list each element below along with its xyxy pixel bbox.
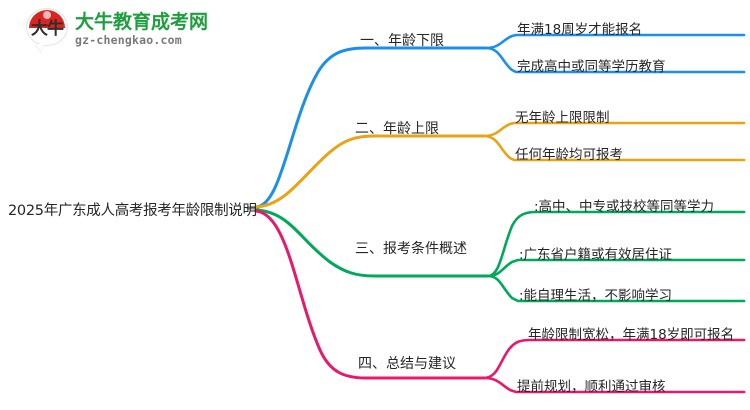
connector-branch-2-trunk — [254, 134, 486, 209]
mindmap-branch-3-label[interactable]: 三、报考条件概述 — [355, 241, 467, 257]
mindmap-branch-3-child-2-label[interactable]: :广东省户籍或有效居住证 — [519, 247, 673, 263]
mindmap-branch-1-label[interactable]: 一、年龄下限 — [360, 33, 444, 49]
mindmap-branch-2-child-2-label[interactable]: 任何年龄均可报考 — [515, 147, 623, 163]
connector-branch-3-child-3 — [486, 274, 746, 303]
mindmap-branch-1-child-1-label[interactable]: 年满18周岁才能报名 — [517, 22, 643, 38]
mindmap-branch-2-child-1-label[interactable]: 无年龄上限限制 — [515, 110, 610, 126]
mindmap-branch-4-child-1-label[interactable]: 年龄限制宽松，年满18岁即可报名 — [528, 327, 735, 343]
connector-branch-4-child-2 — [482, 376, 746, 394]
connector-branch-1-child-2 — [484, 46, 746, 74]
logo-title: 大牛教育成考网 — [75, 11, 209, 33]
connector-branch-2-child-2 — [482, 134, 746, 162]
logo-bubble-icon: 大牛 — [26, 8, 68, 52]
mindmap-branch-2-label[interactable]: 二、年龄上限 — [355, 121, 439, 137]
mindmap-root-node[interactable]: 2025年广东成人高考报考年龄限制说明 — [8, 203, 257, 219]
connector-branch-3-trunk — [254, 208, 490, 278]
connector-branch-4-trunk — [254, 209, 486, 380]
connector-branch-1-trunk — [254, 46, 488, 209]
connector-branch-4-child-1 — [482, 338, 746, 380]
mindmap-branch-4-child-2-label[interactable]: 提前规划，顺利通过审核 — [517, 379, 666, 395]
mindmap-branch-3-child-3-label[interactable]: :能自理生活，不影响学习 — [519, 288, 673, 304]
logo-subtitle: gz-chengkao.com — [75, 33, 182, 47]
mindmap-branch-4-label[interactable]: 四、总结与建议 — [358, 356, 456, 372]
logo-mark-text: 大牛 — [31, 19, 64, 39]
connector-branch-3-child-1 — [486, 210, 746, 278]
mindmap-branch-3-child-1-label[interactable]: :高中、中专或技校等同等学力 — [534, 199, 715, 215]
site-logo[interactable]: 大牛 大牛教育成考网 gz-chengkao.com — [26, 8, 209, 52]
mindmap-branch-1-child-2-label[interactable]: 完成高中或同等学历教育 — [517, 59, 666, 75]
